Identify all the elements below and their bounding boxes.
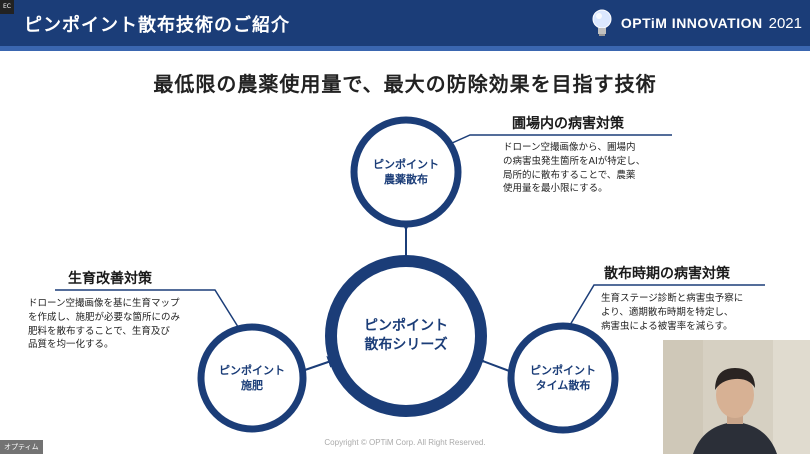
- center-circle: [325, 255, 487, 417]
- brand-name: OPTiM INNOVATION: [620, 15, 763, 31]
- callout-line-right: [569, 284, 765, 326]
- webcam-video: [663, 340, 810, 454]
- slide-title: ピンポイント散布技術のご紹介: [24, 15, 290, 36]
- section-desc-left: ドローン空撮画像を基に生育マップ を作成し、施肥が必要な箇所にのみ 肥料を散布す…: [28, 298, 181, 351]
- arrow-left-center: [294, 356, 340, 379]
- slide-header: ピンポイント散布技術のご紹介 OPTiM INNOVATION 2021: [0, 0, 810, 46]
- node-circle-top: [350, 116, 462, 228]
- brand-year: 2021: [768, 14, 802, 32]
- node-circle-right: [507, 322, 619, 434]
- section-desc-right: 生育ステージ診断と病害虫予察に より、適期散布時期を特定し、 病害虫による被害率…: [601, 293, 744, 332]
- participant-name: オプティム: [0, 440, 43, 454]
- presenter-figure: [663, 340, 810, 454]
- section-title-top: 圃場内の病害対策: [512, 116, 624, 132]
- copyright-text: Copyright © OPTiM Corp. All Right Reserv…: [324, 438, 486, 447]
- brand-logo: OPTiM INNOVATION 2021: [591, 9, 802, 37]
- section-title-right: 散布時期の病害対策: [604, 266, 730, 282]
- lightbulb-icon: [592, 9, 612, 36]
- callout-line-left: [55, 289, 241, 331]
- center-label: ピンポイント 散布シリーズ: [364, 318, 448, 353]
- header-stripe: [0, 46, 810, 51]
- node-circle-left: [197, 323, 307, 433]
- section-title-left: 生育改善対策: [68, 271, 152, 287]
- node-label-top: ピンポイント 農薬散布: [373, 158, 439, 186]
- section-desc-top: ドローン空撮画像から、圃場内 の病害虫発生箇所をAIが特定し、 局所的に散布する…: [503, 142, 646, 195]
- slide-headline: 最低限の農薬使用量で、最大の防除効果を目指す技術: [153, 72, 657, 96]
- node-label-right: ピンポイント タイム散布: [530, 364, 596, 392]
- recording-badge: EC: [0, 0, 14, 14]
- node-label-left: ピンポイント 施肥: [219, 364, 285, 392]
